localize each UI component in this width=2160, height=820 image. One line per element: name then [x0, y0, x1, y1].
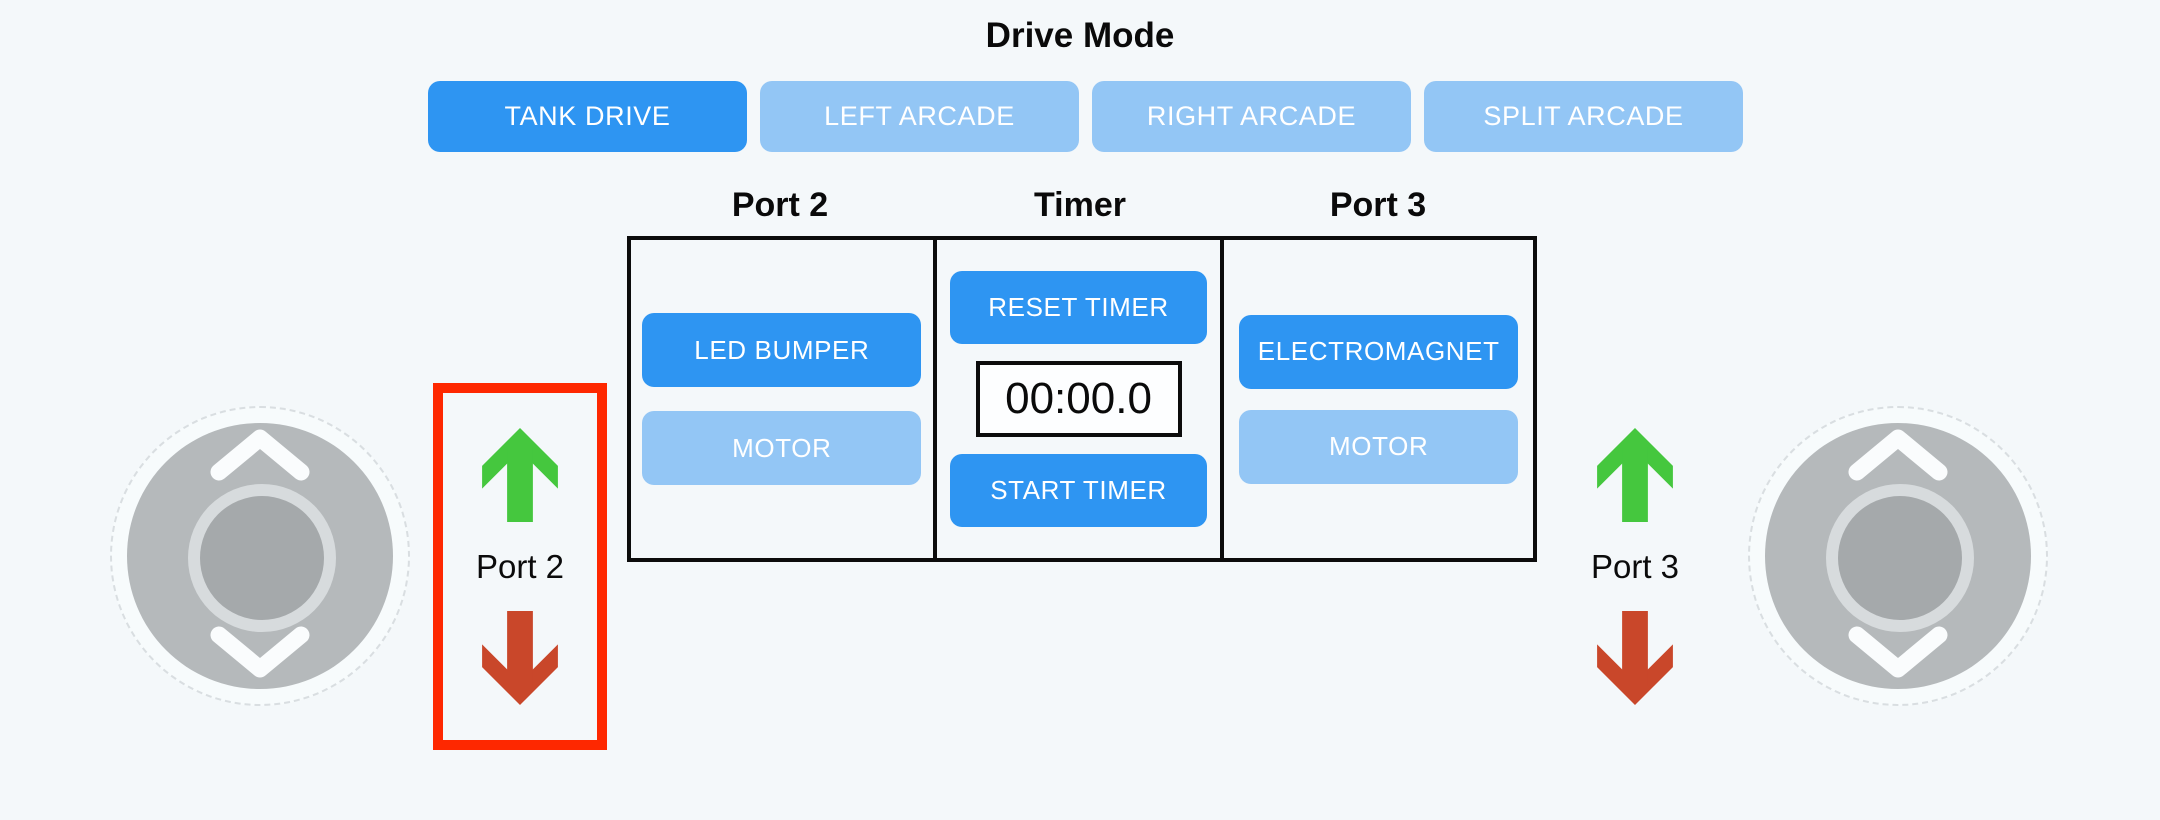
right-joystick-knob-ring — [1826, 484, 1974, 632]
drive-mode-title: Drive Mode — [985, 16, 1175, 55]
chevron-up-icon — [210, 426, 310, 489]
port2-down-button[interactable] — [482, 611, 558, 705]
port3-column-header: Port 3 — [1329, 186, 1427, 224]
start-timer-button[interactable]: START TIMER — [950, 454, 1208, 527]
down-arrow-icon — [482, 611, 558, 705]
port2-motor-button[interactable]: MOTOR — [642, 411, 922, 485]
left-joystick-knob[interactable] — [200, 496, 324, 620]
port2-column: LED BUMPER MOTOR — [631, 240, 937, 558]
drive-mode-button-row: TANK DRIVE LEFT ARCADE RIGHT ARCADE SPLI… — [428, 81, 1743, 152]
port3-side-label: Port 3 — [1590, 548, 1680, 585]
port3-direction-control: Port 3 — [1548, 383, 1722, 750]
split-arcade-button[interactable]: SPLIT ARCADE — [1424, 81, 1743, 152]
device-control-panel: LED BUMPER MOTOR RESET TIMER 00:00.0 STA… — [627, 236, 1537, 562]
up-arrow-icon — [1597, 428, 1673, 522]
port3-column: ELECTROMAGNET MOTOR — [1224, 240, 1533, 558]
tank-drive-button[interactable]: TANK DRIVE — [428, 81, 747, 152]
left-joystick[interactable] — [110, 406, 410, 706]
chevron-up-icon — [1848, 426, 1948, 489]
left-arcade-button[interactable]: LEFT ARCADE — [760, 81, 1079, 152]
right-joystick-knob[interactable] — [1838, 496, 1962, 620]
electromagnet-button[interactable]: ELECTROMAGNET — [1239, 314, 1519, 389]
left-joystick-knob-ring — [188, 484, 336, 632]
timer-display: 00:00.0 — [975, 361, 1182, 437]
chevron-down-icon — [1848, 623, 1948, 686]
up-arrow-icon — [482, 428, 558, 522]
port3-down-button[interactable] — [1597, 611, 1673, 705]
port2-direction-control-highlight-box: Port 2 — [433, 383, 607, 750]
reset-timer-button[interactable]: RESET TIMER — [950, 271, 1208, 344]
led-bumper-button[interactable]: LED BUMPER — [642, 313, 922, 387]
port3-up-button[interactable] — [1597, 428, 1673, 522]
port2-up-button[interactable] — [482, 428, 558, 522]
port2-side-label: Port 2 — [475, 548, 565, 585]
port2-column-header: Port 2 — [731, 186, 829, 224]
right-arcade-button[interactable]: RIGHT ARCADE — [1092, 81, 1411, 152]
timer-column-header: Timer — [1034, 186, 1126, 224]
chevron-down-icon — [210, 623, 310, 686]
timer-column: RESET TIMER 00:00.0 START TIMER — [937, 240, 1225, 558]
right-joystick[interactable] — [1748, 406, 2048, 706]
port3-motor-button[interactable]: MOTOR — [1239, 409, 1519, 484]
down-arrow-icon — [1597, 611, 1673, 705]
